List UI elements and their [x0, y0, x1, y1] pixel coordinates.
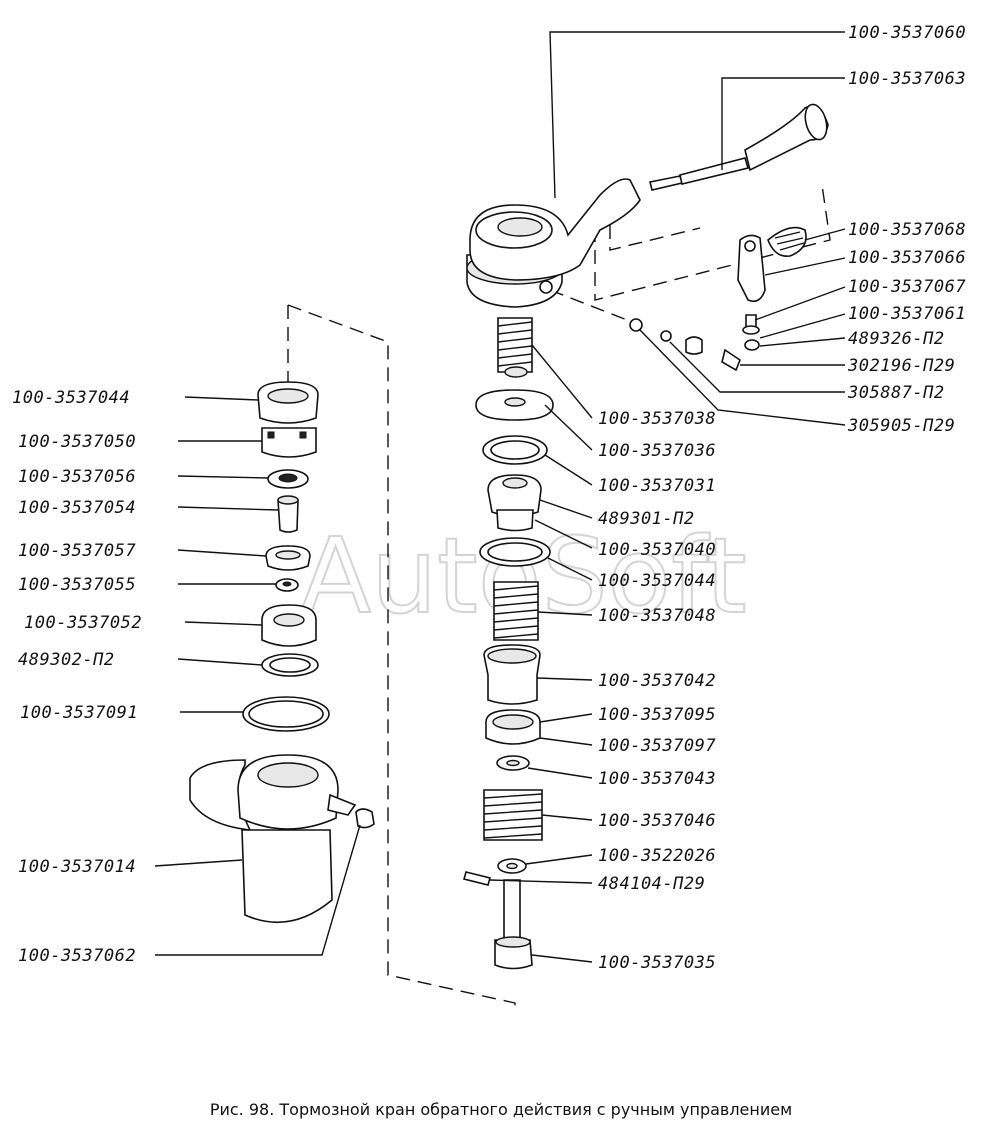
- figure-caption: Рис. 98. Тормозной кран обратного действ…: [209, 1100, 793, 1119]
- label-center-2: 100-3537031: [598, 476, 716, 496]
- label-center-9: 100-3537097: [598, 736, 716, 756]
- label-washer-489326: 489326-П2: [848, 329, 945, 349]
- leader-lines: [154, 31, 846, 963]
- label-center-1: 100-3537036: [598, 441, 716, 461]
- labels-left: 100-3537044 100-3537050 100-3537056 100-…: [12, 388, 142, 966]
- label-left-1: 100-3537050: [18, 432, 136, 452]
- label-center-11: 100-3537046: [598, 811, 716, 831]
- lever-parts: [629, 226, 807, 372]
- label-center-0: 100-3537038: [598, 409, 716, 429]
- label-nut-305887: 305887-П2: [847, 383, 945, 403]
- label-center-3: 489301-П2: [598, 509, 695, 529]
- label-left-5: 100-3537055: [18, 575, 136, 595]
- label-left-4: 100-3537057: [18, 541, 136, 561]
- label-lever-axle: 100-3537061: [848, 304, 966, 324]
- label-left-8: 100-3537091: [20, 703, 138, 723]
- labels-lever: 100-3537068 100-3537066 100-3537067 100-…: [847, 220, 966, 436]
- left-stack-parts: [189, 381, 375, 923]
- top-housing-part: [466, 178, 641, 308]
- label-pin-305905: 305905-П29: [847, 416, 955, 436]
- center-stack-parts: [463, 317, 554, 970]
- label-center-6: 100-3537048: [598, 606, 716, 626]
- label-left-2: 100-3537056: [18, 467, 136, 487]
- label-center-4: 100-3537040: [598, 540, 716, 560]
- label-center-13: 484104-П29: [598, 874, 705, 894]
- label-center-12: 100-3522026: [598, 846, 716, 866]
- assembly-dash-left-right: [287, 304, 516, 1010]
- label-screw-302196: 302196-П29: [847, 356, 955, 376]
- label-left-10: 100-3537062: [18, 946, 136, 966]
- label-center-8: 100-3537095: [598, 705, 716, 725]
- assembly-dash-lever: [594, 184, 831, 301]
- assembly-dash-lever-inner: [609, 225, 701, 251]
- assembly-dash-axis: [549, 289, 641, 326]
- label-center-14: 100-3537035: [598, 953, 716, 973]
- label-left-7: 489302-П2: [18, 650, 115, 670]
- label-lever: 100-3537066: [848, 248, 966, 268]
- label-left-9: 100-3537014: [18, 857, 136, 877]
- label-left-0: 100-3537044: [12, 388, 130, 408]
- label-lever-spring: 100-3537068: [848, 220, 966, 240]
- label-left-6: 100-3537052: [24, 613, 142, 633]
- label-top-housing: 100-3537060: [848, 23, 966, 43]
- label-center-7: 100-3537042: [598, 671, 716, 691]
- label-handle: 100-3537063: [848, 69, 966, 89]
- handle-rod-part: [649, 103, 829, 191]
- labels-top: 100-3537060 100-3537063: [848, 23, 966, 89]
- labels-center: 100-3537038 100-3537036 100-3537031 4893…: [598, 409, 716, 973]
- label-lever-pin: 100-3537067: [848, 277, 966, 297]
- label-center-10: 100-3537043: [598, 769, 716, 789]
- label-left-3: 100-3537054: [18, 498, 136, 518]
- label-center-5: 100-3537044: [598, 571, 716, 591]
